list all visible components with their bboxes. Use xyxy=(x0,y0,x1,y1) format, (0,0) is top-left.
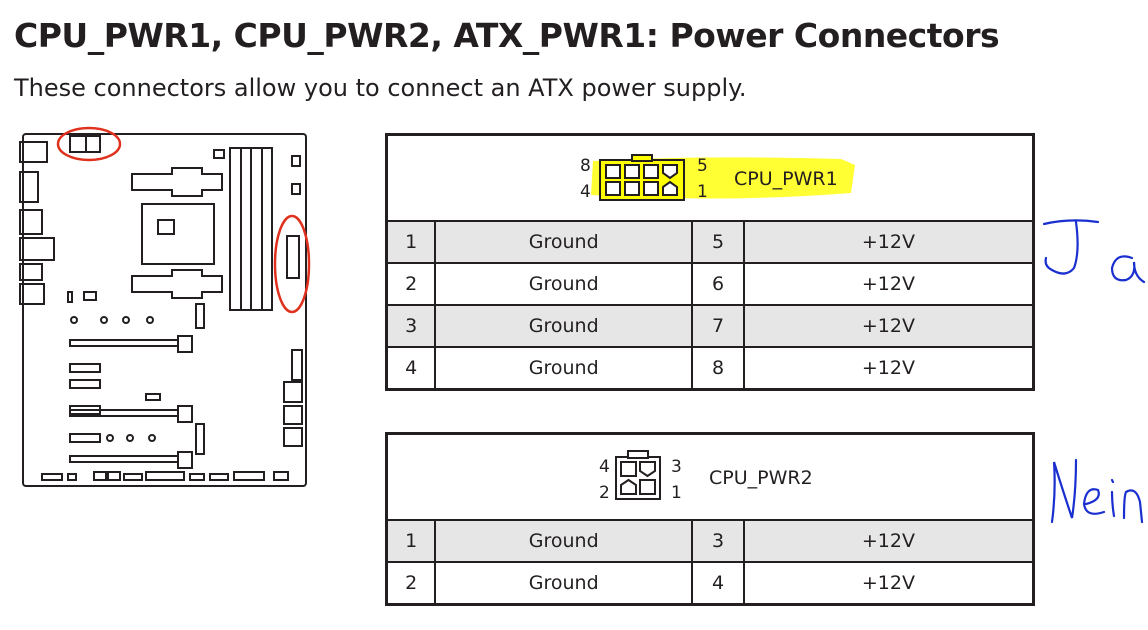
pin-signal: Ground xyxy=(434,346,694,391)
pin-signal: +12V xyxy=(742,262,1035,306)
pin-number: 2 xyxy=(385,262,437,306)
pin-number: 7 xyxy=(691,304,745,348)
pin-number: 4 xyxy=(385,346,437,391)
cpu-pwr2-table: 4 2 3 1 CPU_PWR2 1 Ground 3 +12V 2 Groun… xyxy=(385,432,1035,606)
table-row: 4 Ground 8 +12V xyxy=(385,346,1035,391)
pin-number: 3 xyxy=(385,304,437,348)
cpu-pwr1-pin-top-right: 5 xyxy=(697,156,708,176)
pin-signal: Ground xyxy=(434,519,694,563)
pin-signal: Ground xyxy=(434,220,694,264)
pin-signal: +12V xyxy=(742,519,1035,563)
pin-number: 2 xyxy=(385,561,437,606)
cpu-pwr1-table: 8 4 5 1 CPU_PWR1 1 Ground 5 +12V 2 Groun… xyxy=(385,133,1035,391)
motherboard-diagram xyxy=(19,126,311,487)
pin-signal: +12V xyxy=(742,346,1035,391)
cpu-pwr1-label: CPU_PWR1 xyxy=(734,168,838,190)
table-row: 2 Ground 6 +12V xyxy=(385,262,1035,306)
table-row: 2 Ground 4 +12V xyxy=(385,561,1035,606)
cpu-pwr2-connector-icon xyxy=(615,450,661,500)
pin-signal: +12V xyxy=(742,304,1035,348)
cpu-pwr1-pin-top-left: 8 xyxy=(580,156,591,176)
table-row: 1 Ground 5 +12V xyxy=(385,220,1035,264)
cpu-pwr2-header: 4 2 3 1 CPU_PWR2 xyxy=(385,432,1035,521)
cpu-pwr1-circle xyxy=(273,214,311,314)
cpu-pwr2-pin-top-right: 3 xyxy=(671,457,682,477)
pin-number: 3 xyxy=(691,519,745,563)
cpu-pwr1-connector-icon xyxy=(599,154,685,201)
cpu-pwr1-header: 8 4 5 1 CPU_PWR1 xyxy=(385,133,1035,222)
handwritten-ja xyxy=(1042,219,1146,284)
pin-signal: Ground xyxy=(434,304,694,348)
pin-number: 1 xyxy=(385,220,437,264)
page-subtitle: These connectors allow you to connect an… xyxy=(14,74,747,102)
cpu-pwr2-circle xyxy=(56,126,122,162)
cpu-pwr2-pin-bottom-right: 1 xyxy=(671,483,682,503)
pin-number: 4 xyxy=(691,561,745,606)
pin-number: 8 xyxy=(691,346,745,391)
pin-number: 1 xyxy=(385,519,437,563)
pin-signal: Ground xyxy=(434,561,694,606)
pin-signal: +12V xyxy=(742,561,1035,606)
cpu-pwr2-pin-bottom-left: 2 xyxy=(599,483,610,503)
handwritten-nein xyxy=(1050,458,1144,524)
pin-signal: +12V xyxy=(742,220,1035,264)
table-row: 1 Ground 3 +12V xyxy=(385,519,1035,563)
cpu-pwr2-pin-top-left: 4 xyxy=(599,457,610,477)
pin-number: 5 xyxy=(691,220,745,264)
pin-signal: Ground xyxy=(434,262,694,306)
page-title: CPU_PWR1, CPU_PWR2, ATX_PWR1: Power Conn… xyxy=(14,16,1000,55)
pin-number: 6 xyxy=(691,262,745,306)
cpu-pwr2-label: CPU_PWR2 xyxy=(709,467,813,489)
cpu-pwr1-pin-bottom-left: 4 xyxy=(580,182,591,202)
table-row: 3 Ground 7 +12V xyxy=(385,304,1035,348)
cpu-pwr1-pin-bottom-right: 1 xyxy=(697,182,708,202)
